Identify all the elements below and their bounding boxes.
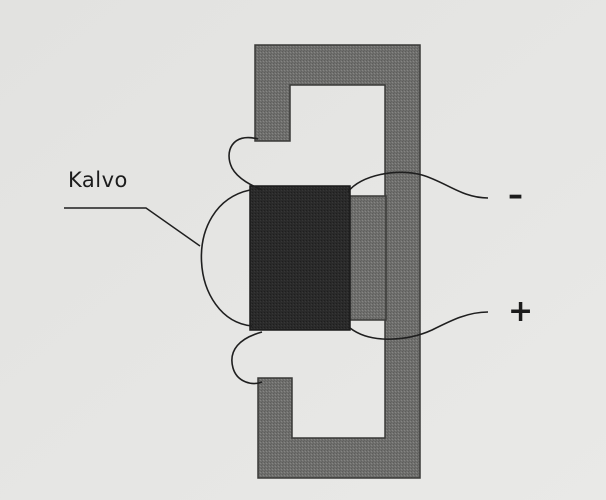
negative-terminal-label: – (508, 178, 523, 213)
membrane-arc (200, 189, 253, 327)
magnet-block (249, 185, 351, 331)
membrane-lower-loop (231, 331, 263, 385)
positive-wire (349, 311, 489, 340)
membrane-label: Kalvo (68, 168, 128, 192)
membrane-leader-line (64, 207, 201, 247)
pole-piece (347, 195, 387, 321)
positive-terminal-label: + (508, 294, 534, 329)
membrane-upper-loop (228, 136, 263, 191)
negative-wire (347, 171, 489, 199)
